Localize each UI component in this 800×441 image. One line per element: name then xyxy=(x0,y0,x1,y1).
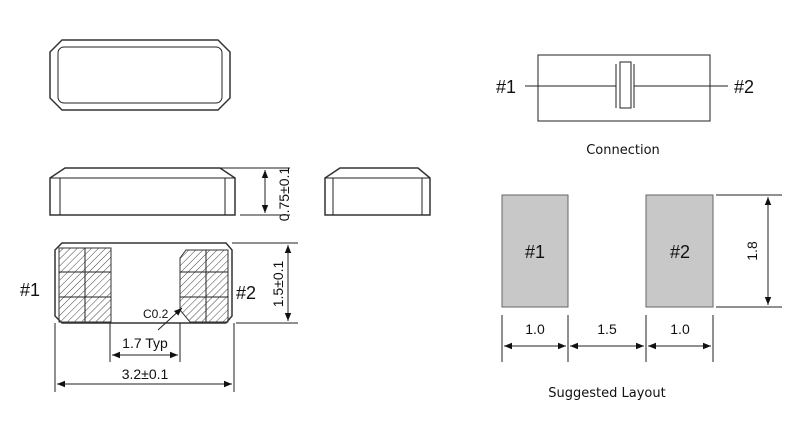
connection-pin-2: #2 xyxy=(734,77,754,97)
top-view xyxy=(49,39,231,111)
pad-width-left-dimension: 1.0 xyxy=(525,321,545,337)
height-dimension: 0.75±0.1 xyxy=(276,167,292,222)
connection-caption: Connection xyxy=(586,143,660,158)
connection-diagram: #1 #2 Connection xyxy=(496,54,754,158)
pin-1-label: #1 xyxy=(20,280,40,300)
pad-spacing-dimension: 1.5 xyxy=(597,321,617,337)
pad-width-right-dimension: 1.0 xyxy=(670,321,690,337)
chamfer-label: C0.2 xyxy=(143,307,169,321)
connection-pin-1: #1 xyxy=(496,77,516,97)
pad-gap-dimension: 1.7 Typ xyxy=(122,335,168,351)
width-dimension: 1.5±0.1 xyxy=(270,260,286,307)
crystal-symbol xyxy=(619,61,632,109)
layout-pad-1-label: #1 xyxy=(525,242,545,262)
layout-caption: Suggested Layout xyxy=(548,386,665,401)
side-view-front: 0.75±0.1 xyxy=(49,167,292,222)
layout-pad-1 xyxy=(501,194,569,308)
pad-2 xyxy=(179,249,229,323)
pin-2-label: #2 xyxy=(236,283,256,303)
suggested-layout: #1 #2 1.8 1.0 1.5 1.0 Suggested Layout xyxy=(501,194,782,401)
layout-pad-2-label: #2 xyxy=(670,242,690,262)
pad-height-dimension: 1.8 xyxy=(744,241,760,261)
length-dimension: 3.2±0.1 xyxy=(122,366,169,382)
bottom-view: #1 #2 1.5±0.1 C0.2 1.7 Typ 3.2±0.1 xyxy=(20,242,298,392)
side-view-end xyxy=(324,167,431,216)
layout-pad-2 xyxy=(645,194,714,308)
